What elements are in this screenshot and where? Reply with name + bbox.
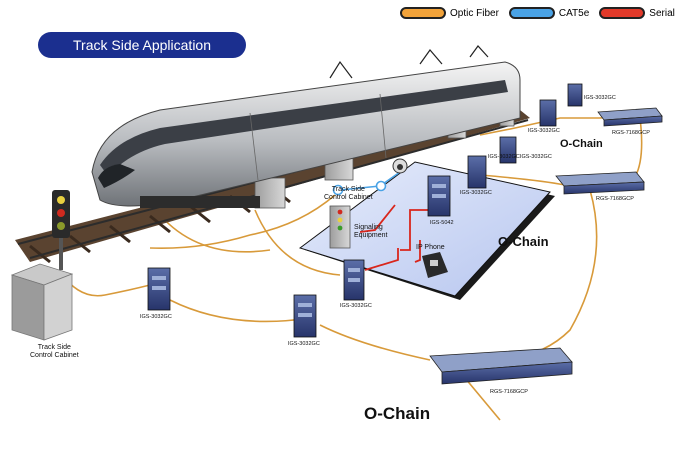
legend-swatch: [599, 7, 646, 19]
ip-phone-label: IP Phone: [416, 244, 445, 251]
fiber-link: [169, 299, 311, 323]
device-label: IGS-3032GC: [340, 303, 372, 309]
fiber-link: [159, 214, 271, 253]
page-title: Track Side Application: [38, 32, 246, 58]
device-label: IGS-3032GC: [584, 95, 616, 101]
o-chain-label: O-Chain: [364, 404, 431, 423]
fiber-link: [149, 194, 336, 250]
legend-swatch: [400, 7, 446, 19]
device-label: IGS-5042: [430, 220, 454, 226]
fiber-link: [254, 209, 341, 276]
igs-switch: [567, 83, 583, 107]
device-label: IGS-3032GC: [528, 128, 560, 134]
ip-phone-icon: [422, 252, 448, 278]
signaling-equipment-label: Signaling Equipment: [354, 224, 388, 239]
legend-item-cat5e: CAT5e: [508, 7, 590, 19]
legend-swatch: [508, 7, 555, 19]
device-label: IGS-3032GC: [488, 154, 520, 160]
legend: Optic Fiber CAT5e Serial: [400, 7, 675, 19]
fiber-link: [319, 324, 431, 361]
igs-switch: [427, 175, 451, 217]
fiber-link: [479, 174, 566, 186]
o-chain-label: O-Chain: [498, 234, 549, 249]
rgs-switch: [429, 347, 573, 385]
cabinet-label: Track Side Control Cabinet: [30, 344, 79, 359]
igs-switch: [499, 136, 517, 164]
legend-label: Serial: [649, 7, 675, 19]
serial-links: [359, 204, 430, 271]
signal-light: [52, 190, 70, 270]
igs-switch: [539, 99, 557, 127]
legend-item-optic-fiber: Optic Fiber: [400, 7, 499, 19]
igs-switch: [147, 267, 171, 311]
cabinet-label: Track Side Control Cabinet: [324, 186, 373, 201]
igs-switch: [293, 294, 317, 338]
legend-label: Optic Fiber: [450, 7, 499, 19]
igs-switch-devices: [147, 83, 583, 338]
o-chain-label: O-Chain: [560, 138, 603, 150]
rgs-switch: [597, 107, 663, 127]
cat5e-node: [375, 180, 387, 192]
legend-label: CAT5e: [558, 7, 590, 19]
device-label: IGS-3032GC: [140, 314, 172, 320]
device-label: RGS-7168GCP: [490, 389, 528, 395]
rgs-switch: [555, 171, 645, 195]
legend-item-serial: Serial: [599, 7, 675, 19]
cat5e-node: [332, 184, 344, 196]
control-cabinet: [10, 263, 74, 341]
device-label: IGS-3032GC: [520, 154, 552, 160]
device-label: RGS-7168GCP: [612, 130, 650, 136]
igs-switch: [343, 259, 365, 301]
igs-switch: [467, 155, 487, 189]
rgs-switch-devices: [429, 107, 663, 385]
device-label: IGS-3032GC: [460, 190, 492, 196]
signaling-cabinet: [329, 205, 351, 249]
device-label: RGS-7168GCP: [596, 196, 634, 202]
fiber-link: [59, 271, 151, 297]
camera-icon: [392, 158, 408, 174]
high-speed-train: [91, 45, 521, 208]
device-label: IGS-3032GC: [288, 341, 320, 347]
